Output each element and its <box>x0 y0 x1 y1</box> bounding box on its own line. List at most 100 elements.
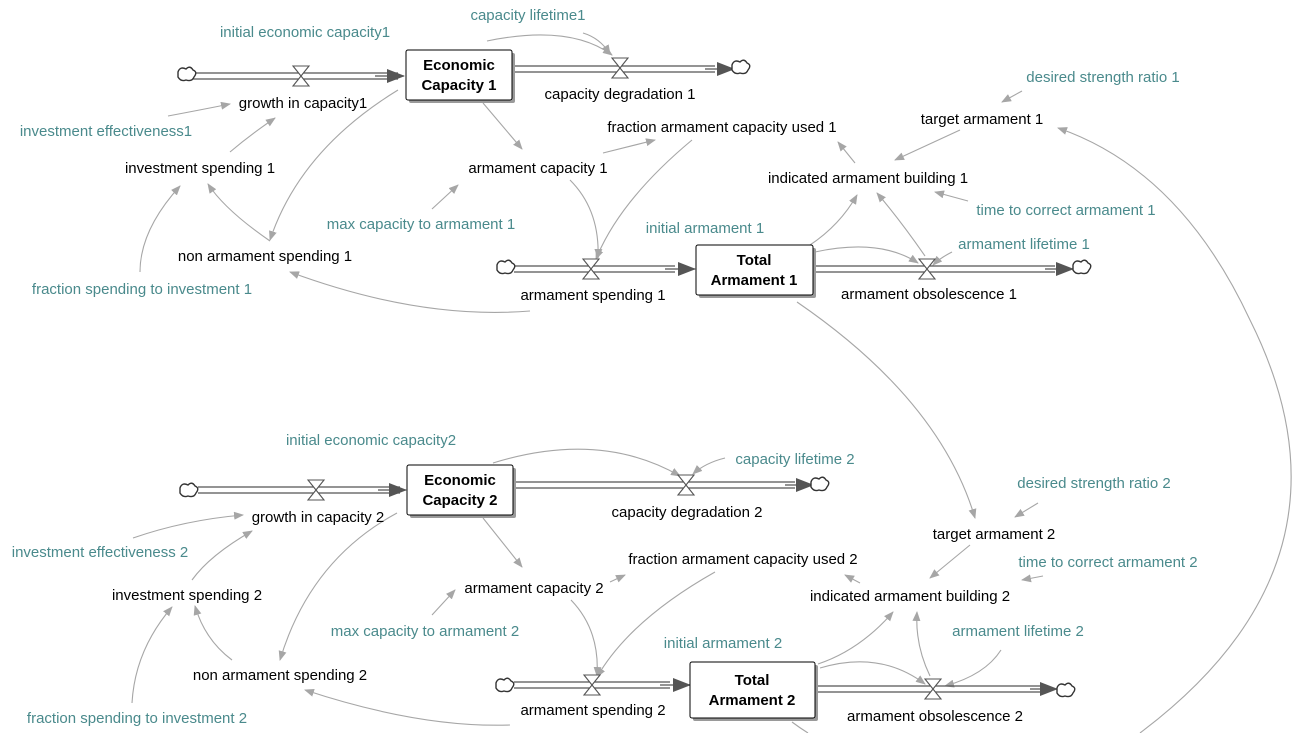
inflow-pipe <box>514 265 675 273</box>
causal-links-1 <box>139 32 1023 519</box>
max-capacity-to-armament-label[interactable]: max capacity to armament 1 <box>327 216 515 233</box>
indicated-armament-building-label[interactable]: indicated armament building 1 <box>768 170 968 187</box>
stock-label-line-1: Economic <box>424 472 496 489</box>
fraction-armament-capacity-used-label[interactable]: fraction armament capacity used 2 <box>628 551 857 568</box>
link <box>207 183 271 242</box>
armament-lifetime-label[interactable]: armament lifetime 2 <box>952 623 1084 640</box>
stock-box <box>405 49 513 101</box>
investment-spending-label[interactable]: investment spending 2 <box>112 587 262 604</box>
sector-2: Economic Capacity 2 Total Armament 2 ini… <box>12 127 1292 733</box>
cloud-icon <box>810 476 830 492</box>
armament-spending-label[interactable]: armament spending 1 <box>520 287 665 304</box>
sector-1: Economic Capacity 1 Total Armament 1 ini… <box>20 7 1180 519</box>
link <box>269 89 399 241</box>
stock-label-line-2: Armament 2 <box>709 692 796 709</box>
link <box>191 530 253 581</box>
flow-pipes-1 <box>192 62 1074 276</box>
outflow-pipe <box>814 265 1055 273</box>
link <box>944 649 1002 688</box>
stock-economic-capacity-2[interactable]: Economic Capacity 2 <box>406 464 516 518</box>
link <box>482 102 523 150</box>
armament-lifetime-label[interactable]: armament lifetime 1 <box>958 236 1090 253</box>
valve-icon <box>581 258 601 280</box>
cloud-icon <box>496 259 516 275</box>
desired-strength-ratio-label[interactable]: desired strength ratio 1 <box>1026 69 1179 86</box>
valve-icon <box>923 678 943 700</box>
link <box>819 661 926 685</box>
time-to-correct-armament-label[interactable]: time to correct armament 2 <box>1018 554 1197 571</box>
target-armament-label[interactable]: target armament 2 <box>933 526 1056 543</box>
stock-label-line-1: Economic <box>423 57 495 74</box>
investment-spending-label[interactable]: investment spending 1 <box>125 160 275 177</box>
initial-economic-capacity-label[interactable]: initial economic capacity1 <box>220 24 390 41</box>
valves-2 <box>306 474 943 700</box>
stock-box <box>689 661 816 719</box>
investment-effectiveness-label[interactable]: investment effectiveness1 <box>20 123 192 140</box>
link <box>431 184 459 210</box>
outflow-pipe <box>513 65 715 73</box>
armament-capacity-label[interactable]: armament capacity 1 <box>468 160 607 177</box>
outflow-pipe <box>816 685 1040 693</box>
initial-armament-label[interactable]: initial armament 1 <box>646 220 764 237</box>
stock-economic-capacity-1[interactable]: Economic Capacity 1 <box>405 49 515 103</box>
link <box>692 457 726 475</box>
stock-label-line-2: Armament 1 <box>711 272 798 289</box>
causal-links-2 <box>131 127 1292 733</box>
initial-economic-capacity-label[interactable]: initial economic capacity2 <box>286 432 456 449</box>
link <box>602 138 656 154</box>
link <box>809 194 858 246</box>
non-armament-spending-label[interactable]: non armament spending 1 <box>178 248 352 265</box>
link <box>932 251 953 266</box>
link <box>596 571 716 678</box>
stock-label-line-2: Capacity 1 <box>421 77 496 94</box>
link <box>570 599 602 677</box>
growth-in-capacity-label[interactable]: growth in capacity 2 <box>252 509 385 526</box>
stock-total-armament-1[interactable]: Total Armament 1 <box>695 244 816 298</box>
link <box>1021 574 1044 583</box>
link <box>278 512 398 661</box>
capacity-lifetime-label[interactable]: capacity lifetime1 <box>470 7 585 24</box>
fraction-spending-to-investment-label[interactable]: fraction spending to investment 2 <box>27 710 247 727</box>
fraction-spending-to-investment-label[interactable]: fraction spending to investment 1 <box>32 281 252 298</box>
growth-in-capacity-label[interactable]: growth in capacity1 <box>239 95 367 112</box>
capacity-lifetime-label[interactable]: capacity lifetime 2 <box>735 451 854 468</box>
outflow-pipe <box>513 481 795 489</box>
fraction-armament-capacity-used-label[interactable]: fraction armament capacity used 1 <box>607 119 836 136</box>
valves-1 <box>291 57 937 280</box>
link <box>912 611 931 677</box>
investment-effectiveness-label[interactable]: investment effectiveness 2 <box>12 544 188 561</box>
stock-box <box>406 464 514 516</box>
armament-spending-label[interactable]: armament spending 2 <box>520 702 665 719</box>
link <box>934 190 969 202</box>
max-capacity-to-armament-label[interactable]: max capacity to armament 2 <box>331 623 519 640</box>
stock-box <box>695 244 814 296</box>
capacity-degradation-label[interactable]: capacity degradation 2 <box>612 504 763 521</box>
valve-icon <box>291 65 311 87</box>
target-armament-label[interactable]: target armament 1 <box>921 111 1044 128</box>
link <box>1057 127 1292 733</box>
valve-icon <box>610 57 630 79</box>
link <box>929 544 971 579</box>
capacity-degradation-label[interactable]: capacity degradation 1 <box>545 86 696 103</box>
armament-capacity-label[interactable]: armament capacity 2 <box>464 580 603 597</box>
link <box>304 689 511 726</box>
inflow-pipe <box>198 486 400 494</box>
link <box>193 605 233 661</box>
armament-obsolescence-label[interactable]: armament obsolescence 2 <box>847 708 1023 725</box>
link <box>791 721 809 733</box>
armament-obsolescence-label[interactable]: armament obsolescence 1 <box>841 286 1017 303</box>
initial-armament-label[interactable]: initial armament 2 <box>664 635 782 652</box>
non-armament-spending-label[interactable]: non armament spending 2 <box>193 667 367 684</box>
time-to-correct-armament-label[interactable]: time to correct armament 1 <box>976 202 1155 219</box>
desired-strength-ratio-label[interactable]: desired strength ratio 2 <box>1017 475 1170 492</box>
link <box>492 448 681 477</box>
link <box>796 301 977 519</box>
stock-label-line-1: Total <box>735 672 770 689</box>
link <box>595 139 693 260</box>
cloud-icon <box>1072 259 1092 275</box>
cloud-icon <box>179 482 199 498</box>
stock-total-armament-2[interactable]: Total Armament 2 <box>689 661 818 721</box>
cloud-icon <box>1056 682 1076 698</box>
indicated-armament-building-label[interactable]: indicated armament building 2 <box>810 588 1010 605</box>
